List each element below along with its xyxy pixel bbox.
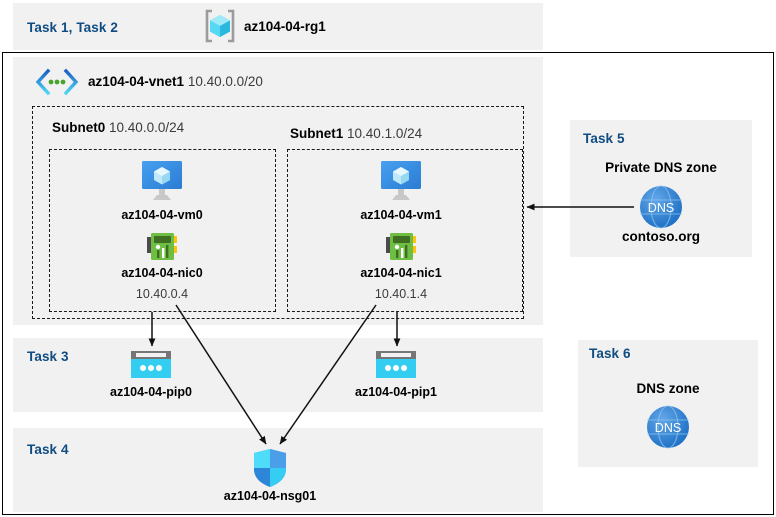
- private-dns-zone-name: contoso.org: [622, 229, 700, 244]
- subnet1-header: Subnet1 10.40.1.0/24: [290, 126, 422, 141]
- task-label-1-2: Task 1, Task 2: [27, 20, 118, 35]
- resource-group-icon: [203, 9, 237, 43]
- public-ip-panel: [13, 338, 543, 412]
- resource-group-name: az104-04-rg1: [244, 19, 326, 34]
- vm1-name: az104-04-vm1: [360, 208, 442, 222]
- pip0-name: az104-04-pip0: [110, 385, 192, 399]
- resource-group-boundary: [2, 52, 774, 515]
- nic0-name: az104-04-nic0: [121, 266, 203, 280]
- subnet1-box: [287, 149, 523, 312]
- vnet-panel: [13, 57, 543, 325]
- nic1-private-ip: 10.40.1.4: [374, 287, 428, 301]
- public-ip-address-icon: [375, 350, 417, 380]
- virtual-network-icon: [35, 68, 79, 96]
- subnets-container: [32, 106, 524, 319]
- virtual-machine-icon: [139, 160, 185, 202]
- dns-icon-label: DNS: [655, 421, 681, 435]
- subnet0-box: [49, 149, 276, 312]
- task-label-5: Task 5: [583, 131, 625, 146]
- private-dns-heading: Private DNS zone: [605, 160, 717, 175]
- task-label-4: Task 4: [27, 442, 69, 457]
- virtual-machine-icon: [378, 160, 424, 202]
- subnet0-cidr: 10.40.0.0/24: [109, 120, 185, 135]
- public-dns-heading: DNS zone: [636, 381, 700, 396]
- subnet0-header: Subnet0 10.40.0.0/24: [52, 120, 184, 135]
- network-interface-icon: [385, 232, 417, 262]
- nic1-name: az104-04-nic1: [360, 266, 442, 280]
- nsg-name: az104-04-nsg01: [223, 489, 317, 503]
- vnet-name: az104-04-vnet1: [88, 74, 185, 89]
- subnet0-name: Subnet0: [52, 120, 106, 135]
- subnet1-cidr: 10.40.1.0/24: [347, 126, 423, 141]
- network-security-group-icon: [253, 448, 287, 488]
- dns-zone-icon: DNS: [645, 404, 691, 450]
- nic0-private-ip: 10.40.0.4: [135, 287, 189, 301]
- network-interface-icon: [146, 232, 178, 262]
- dns-zone-icon: DNS: [638, 184, 684, 230]
- task-label-3: Task 3: [27, 349, 69, 364]
- pip1-name: az104-04-pip1: [355, 385, 437, 399]
- resource-group-band: [13, 3, 543, 50]
- dns-icon-label: DNS: [648, 201, 674, 215]
- task-label-6: Task 6: [589, 346, 631, 361]
- subnet1-name: Subnet1: [290, 126, 344, 141]
- vnet-header: az104-04-vnet1 10.40.0.0/20: [88, 74, 263, 89]
- public-ip-address-icon: [130, 350, 172, 380]
- vm0-name: az104-04-vm0: [121, 208, 203, 222]
- vnet-address-space: 10.40.0.0/20: [187, 74, 263, 89]
